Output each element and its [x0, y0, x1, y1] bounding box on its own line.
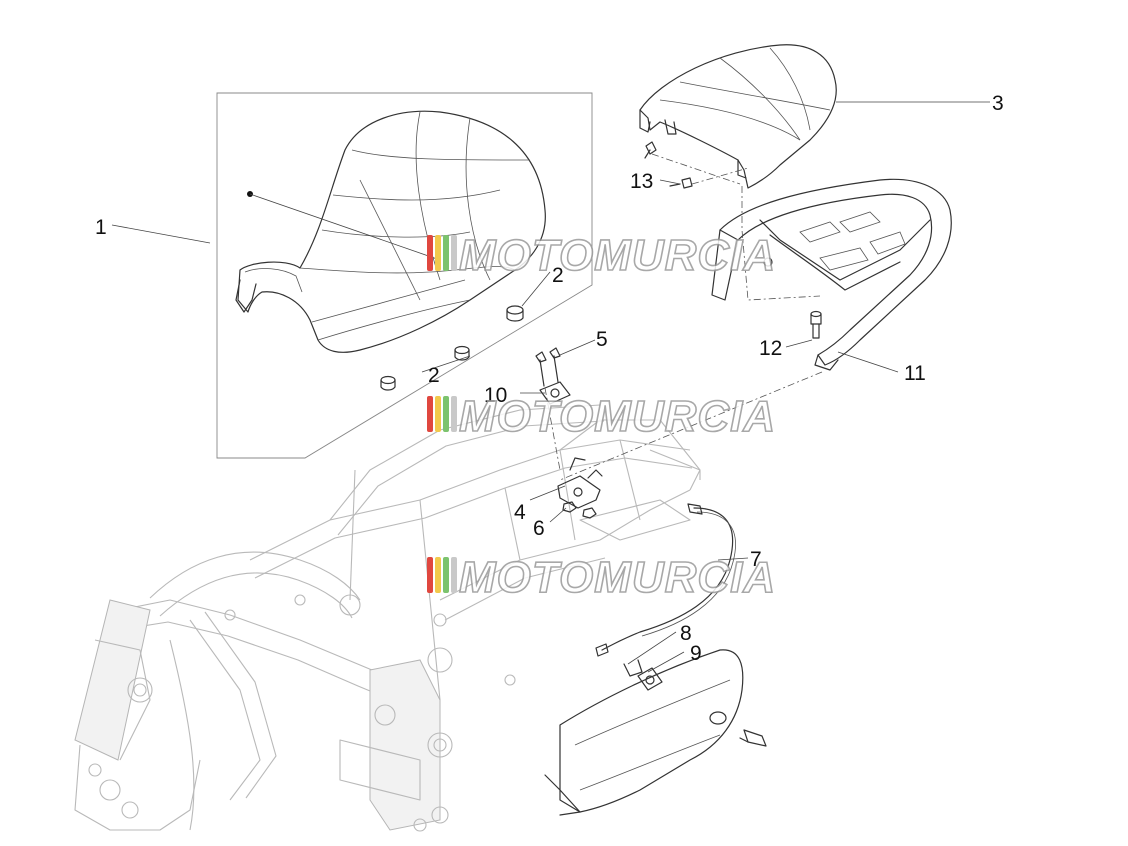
callout-2a: 2 — [552, 264, 564, 287]
callout-6: 6 — [533, 517, 545, 540]
seat-release-cable-part-7 — [595, 503, 736, 657]
callout-5: 5 — [596, 328, 608, 351]
watermark-stripe-grey — [451, 557, 457, 593]
callout-11: 11 — [904, 362, 926, 385]
side-cover — [544, 649, 767, 816]
motorcycle-frame — [74, 404, 701, 832]
clip-part-9 — [637, 667, 663, 691]
passenger-seat — [639, 44, 837, 189]
callout-8: 8 — [680, 622, 692, 645]
watermark-stripe-green — [443, 557, 449, 593]
callout-13: 13 — [630, 170, 653, 193]
watermark-2: MOTOMURCIA — [427, 391, 776, 442]
watermark-text: MOTOMURCIA — [459, 231, 776, 280]
screw-part-13 — [644, 141, 693, 189]
watermark-3: MOTOMURCIA — [427, 552, 776, 603]
callout-1: 1 — [95, 216, 107, 239]
watermark-text: MOTOMURCIA — [459, 392, 776, 441]
watermark-stripe-grey — [451, 235, 457, 271]
watermark-stripe-red — [427, 557, 433, 593]
callout-12: 12 — [759, 337, 782, 360]
watermark-stripe-red — [427, 396, 433, 432]
nut-part-6 — [562, 501, 597, 519]
watermark-stripe-yellow — [435, 396, 441, 432]
callout-9: 9 — [690, 642, 702, 665]
watermark-stripe-green — [443, 396, 449, 432]
callout-3: 3 — [992, 92, 1004, 115]
rider-seat — [235, 110, 546, 353]
callout-7: 7 — [750, 548, 762, 571]
watermark-stripe-yellow — [435, 235, 441, 271]
watermark-stripe-red — [427, 235, 433, 271]
rear-rack — [711, 178, 952, 371]
watermark-stripe-grey — [451, 396, 457, 432]
watermark-text: MOTOMURCIA — [459, 553, 776, 602]
callout-10: 10 — [484, 384, 507, 407]
watermark-stripe-yellow — [435, 557, 441, 593]
clip-part-8 — [623, 659, 643, 677]
watermark-1: MOTOMURCIA — [427, 230, 776, 281]
callout-2b: 2 — [428, 364, 440, 387]
grommet-part-2 — [380, 305, 524, 391]
bolt-part-5 — [535, 347, 561, 387]
seat-kit-box — [216, 92, 593, 459]
seat-latch-part-4 — [557, 457, 603, 509]
watermark-stripe-green — [443, 235, 449, 271]
callout-4: 4 — [514, 501, 526, 524]
bolt-part-12 — [810, 310, 822, 339]
